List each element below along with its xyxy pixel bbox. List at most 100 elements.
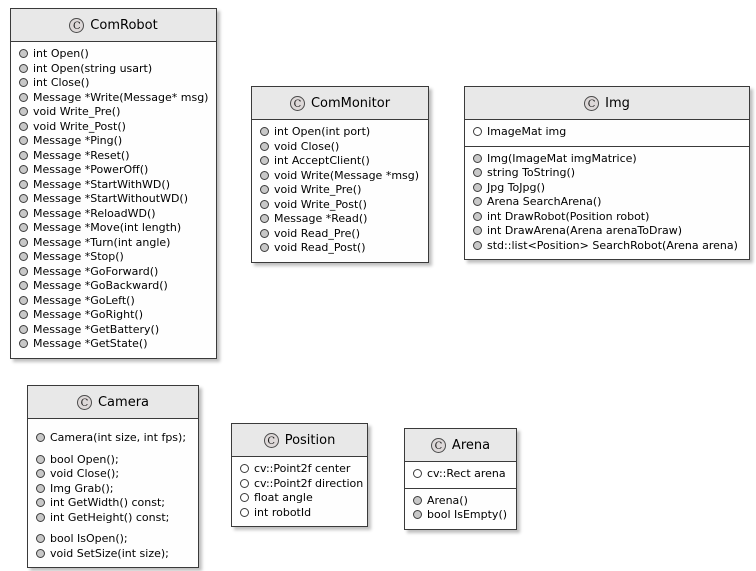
member-label: Message *GoBackward() <box>33 279 168 292</box>
member-label: Img Grab(); <box>50 481 114 495</box>
member-label: int DrawArena(Arena arenaToDraw) <box>487 224 683 237</box>
visibility-private-icon <box>19 78 28 87</box>
class-member: bool IsEmpty() <box>411 508 510 523</box>
visibility-private-icon <box>19 266 28 276</box>
visibility-private-icon <box>19 107 28 116</box>
visibility-private-icon <box>473 211 482 221</box>
class-member: bool IsOpen(); <box>34 532 192 547</box>
member-label: void Write_Pre() <box>33 105 121 118</box>
member-label: int robotId <box>254 505 312 519</box>
visibility-public-icon <box>240 493 249 502</box>
visibility-private-icon <box>260 156 269 165</box>
class-member: Message *GoForward() <box>17 265 210 280</box>
visibility-private-icon <box>19 92 28 102</box>
class-member: Message *GetBattery() <box>17 323 210 338</box>
class-member: int GetWidth() const; <box>34 496 192 511</box>
member-label: int GetWidth() const; <box>50 496 165 509</box>
visibility-private-icon <box>473 226 482 235</box>
visibility-public-icon <box>240 464 249 473</box>
visibility-private-icon <box>19 310 28 319</box>
visibility-private-icon <box>19 136 28 145</box>
class-member: std::list<Position> SearchRobot(Arena ar… <box>471 239 743 254</box>
visibility-private-icon <box>19 324 28 334</box>
class-member: Message *Write(Message* msg) <box>17 91 210 106</box>
member-label: Message *ReloadWD() <box>33 206 156 220</box>
visibility-private-icon <box>260 243 269 252</box>
member-label: Message *Move(int length) <box>33 221 182 234</box>
member-spacer <box>34 424 192 431</box>
member-label: cv::Point2f center <box>254 462 351 475</box>
visibility-private-icon <box>36 454 45 464</box>
member-label: void Write(Message *msg) <box>274 168 420 182</box>
class-title-position: Position <box>284 433 336 448</box>
visibility-private-icon <box>19 179 28 189</box>
class-stereotype-icon: C <box>263 433 279 448</box>
member-label: void SetSize(int size); <box>50 546 169 560</box>
class-member: Message *GetState() <box>17 337 210 352</box>
member-label: Message *Reset() <box>33 148 130 162</box>
class-member: Camera(int size, int fps); <box>34 431 192 446</box>
class-title-comrobot: ComRobot <box>90 18 158 33</box>
member-label: Message *Write(Message* msg) <box>33 90 209 104</box>
class-section-img-1: Img(ImageMat imgMatrice)string ToString(… <box>465 145 749 260</box>
class-member: Message *Stop() <box>17 250 210 265</box>
class-member: void Write_Pre() <box>17 105 210 120</box>
class-member: Img(ImageMat imgMatrice) <box>471 152 743 167</box>
visibility-private-icon <box>260 185 269 194</box>
member-label: int DrawRobot(Position robot) <box>487 209 650 223</box>
visibility-private-icon <box>19 237 28 247</box>
class-member: void Write(Message *msg) <box>258 169 422 184</box>
class-section-arena-0: cv::Rect arena <box>405 462 516 488</box>
class-stereotype-icon: C <box>69 18 85 33</box>
class-member: int AcceptClient() <box>258 154 422 169</box>
visibility-public-icon <box>413 469 422 478</box>
class-member: Img Grab(); <box>34 482 192 497</box>
member-label: Arena() <box>427 493 468 507</box>
member-label: std::list<Position> SearchRobot(Arena ar… <box>487 238 738 252</box>
class-member: void Write_Post() <box>17 120 210 135</box>
class-member: int Close() <box>17 76 210 91</box>
member-label: ImageMat img <box>487 125 567 138</box>
member-spacer <box>34 446 192 453</box>
visibility-private-icon <box>36 534 45 543</box>
member-label: void Read_Pre() <box>274 226 360 240</box>
visibility-private-icon <box>36 512 45 522</box>
member-label: Camera(int size, int fps); <box>50 431 187 444</box>
class-member: void Read_Post() <box>258 241 422 256</box>
visibility-private-icon <box>19 150 28 160</box>
visibility-private-icon <box>473 197 482 206</box>
visibility-private-icon <box>19 63 28 73</box>
member-label: Message *GetState() <box>33 337 148 350</box>
member-label: Message *PowerOff() <box>33 163 149 176</box>
class-member: cv::Point2f direction <box>238 476 364 492</box>
member-label: Img(ImageMat imgMatrice) <box>487 151 637 165</box>
member-label: int GetHeight() const; <box>50 510 170 524</box>
member-label: float angle <box>254 491 313 504</box>
member-label: string ToString() <box>487 166 576 179</box>
class-member: Arena() <box>411 494 510 509</box>
member-label: Message *StartWithWD() <box>33 177 170 191</box>
visibility-private-icon <box>19 295 28 305</box>
visibility-private-icon <box>473 240 482 250</box>
visibility-private-icon <box>19 165 28 174</box>
member-label: Message *GoForward() <box>33 264 159 278</box>
member-spacer <box>34 525 192 532</box>
member-label: int Open(int port) <box>274 125 371 138</box>
member-label: Message *Stop() <box>33 250 124 263</box>
class-member: float angle <box>238 491 361 506</box>
class-member: Message *StartWithWD() <box>17 178 210 193</box>
member-label: cv::Point2f direction <box>254 476 364 490</box>
member-label: cv::Rect arena <box>427 467 506 480</box>
visibility-private-icon <box>260 228 269 238</box>
class-member: cv::Point2f center <box>238 462 361 477</box>
class-member: void Close() <box>258 140 422 155</box>
class-member: void Write_Post() <box>258 198 422 213</box>
